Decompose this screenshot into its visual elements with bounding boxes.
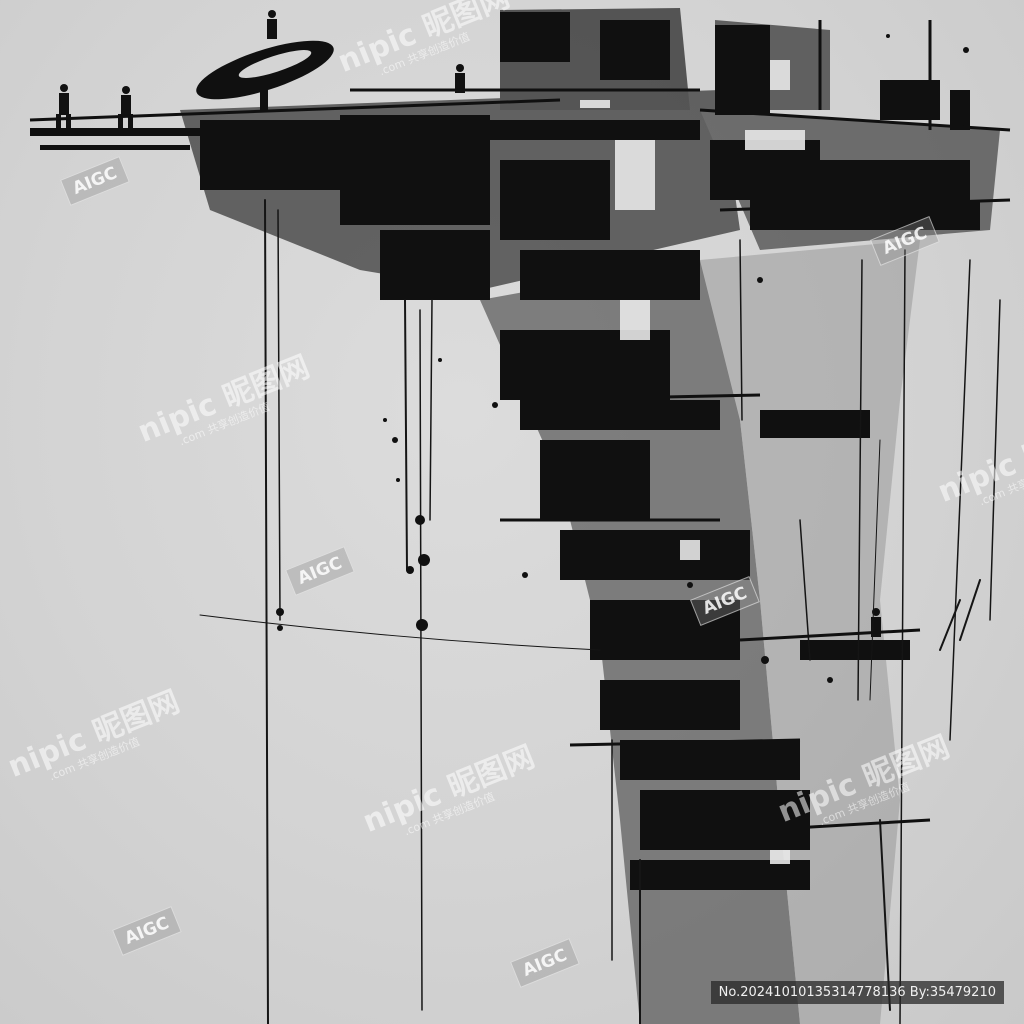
- human-figures: [56, 10, 881, 637]
- structure-lines: [29, 20, 1011, 832]
- ink-splatter: [276, 34, 969, 683]
- hanging-cables: [199, 199, 1001, 1024]
- hover-vehicle: [196, 40, 334, 110]
- structure-masses: [30, 12, 980, 890]
- image-id-caption: No.20241010135314778136 By:35479210: [710, 981, 1004, 1004]
